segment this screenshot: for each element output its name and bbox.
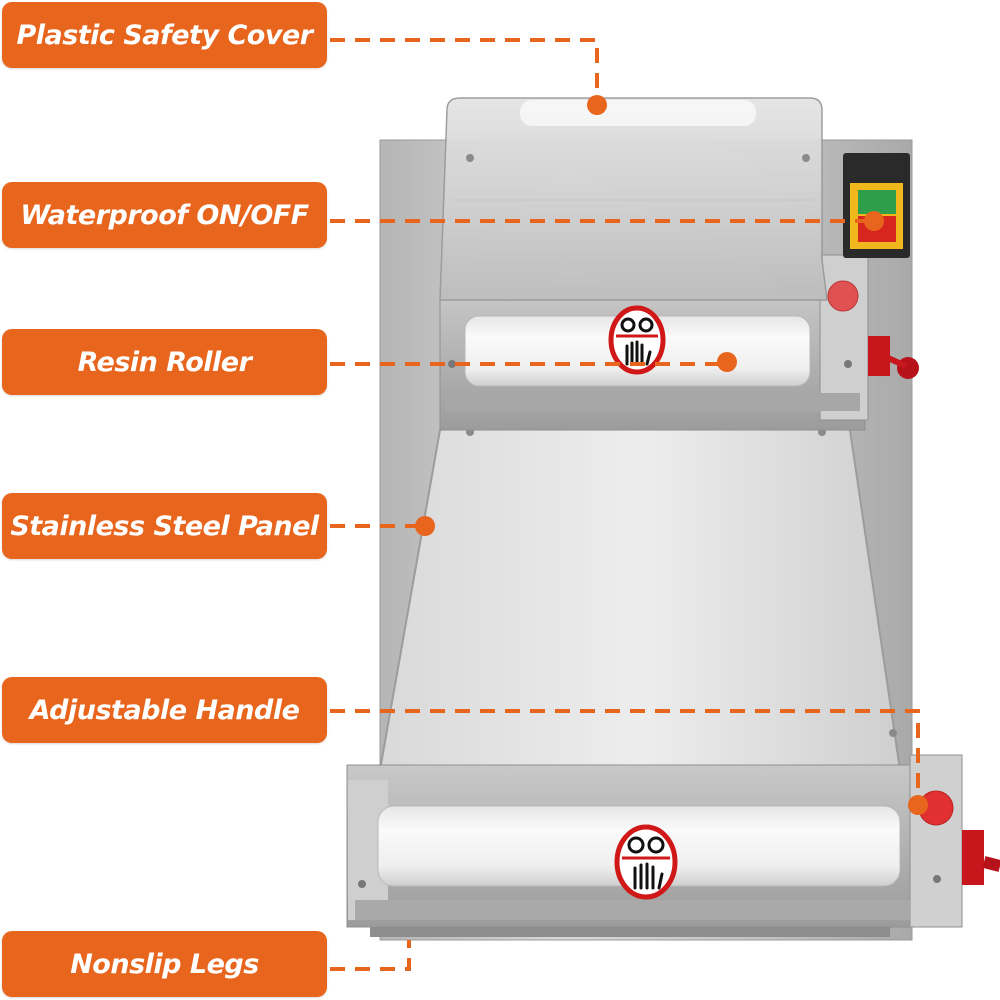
indicator-dot	[827, 280, 859, 312]
adjustment-knob-icon	[962, 830, 1000, 885]
callout-on-off: Waterproof ON/OFF	[2, 182, 327, 248]
leader-handle	[330, 709, 920, 803]
nonslip-legs	[370, 927, 890, 937]
adjustment-knob-icon	[868, 336, 919, 379]
plastic-safety-cover	[439, 97, 828, 301]
power-switch-icon	[843, 153, 910, 258]
callout-safety-cover: Plastic Safety Cover	[2, 2, 327, 68]
no-hands-warning-icon	[608, 305, 666, 375]
callout-leaders	[330, 38, 920, 971]
callout-resin-roller: Resin Roller	[2, 329, 327, 395]
callout-steel-panel: Stainless Steel Panel	[2, 493, 327, 559]
callout-adjustable-handle: Adjustable Handle	[2, 677, 327, 743]
callout-leader-dots	[415, 95, 928, 815]
stainless-steel-panel	[379, 428, 901, 771]
no-hands-warning-icon	[614, 824, 678, 900]
leader-legs	[330, 940, 411, 971]
callout-nonslip-legs: Nonslip Legs	[2, 931, 327, 997]
leader-safety-cover	[330, 38, 599, 103]
